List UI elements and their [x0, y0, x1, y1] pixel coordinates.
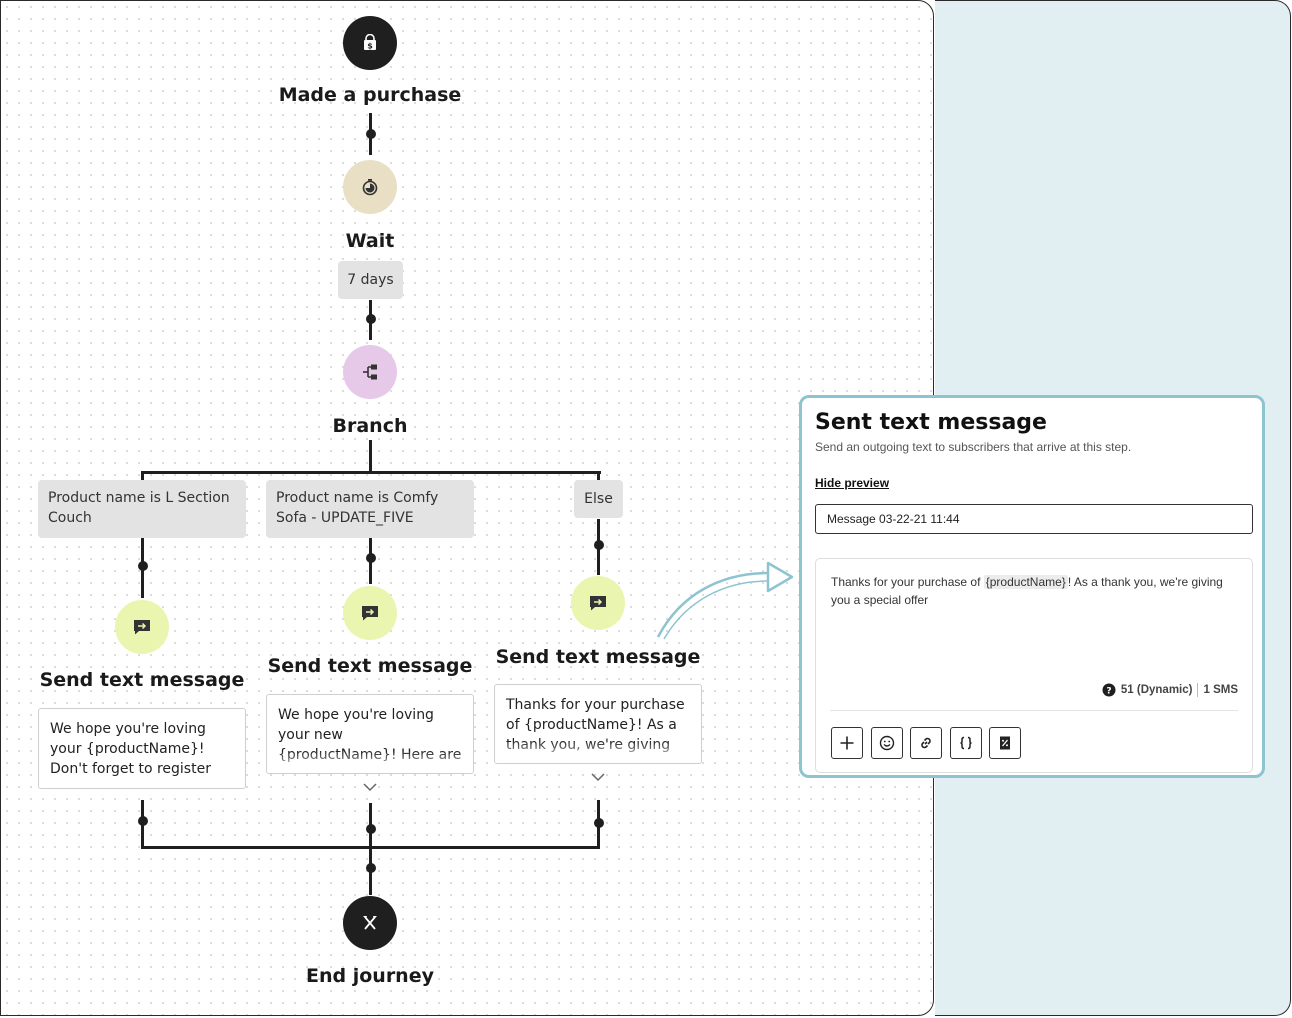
help-icon[interactable]: ? [1102, 683, 1116, 697]
message-arrow-icon [362, 606, 378, 621]
branch-condition-2[interactable]: Product name is Comfy Sofa - UPDATE_FIVE [266, 480, 474, 538]
connector [141, 471, 601, 474]
connector-dot [138, 561, 148, 571]
curved-arrow-icon [656, 561, 794, 640]
panel-subtitle: Send an outgoing text to subscribers tha… [815, 440, 1132, 454]
panel-title: Sent text message [815, 410, 1047, 435]
branch-icon [363, 364, 377, 380]
send-text-node-3[interactable] [571, 576, 625, 630]
product-name-variable[interactable]: {productName} [983, 575, 1068, 589]
variable-icon [960, 736, 972, 750]
message-name-input[interactable] [815, 504, 1253, 534]
wait-node[interactable] [343, 160, 397, 214]
message-preview-1[interactable]: We hope you're loving your {productName}… [38, 708, 246, 789]
emoji-button[interactable] [871, 727, 903, 759]
connector-dot [366, 824, 376, 834]
message-preview-3[interactable]: Thanks for your purchase of {productName… [494, 684, 702, 764]
end-journey-node[interactable] [343, 896, 397, 950]
message-editor[interactable]: Thanks for your purchase of {productName… [815, 558, 1253, 773]
emoji-icon [879, 735, 895, 751]
connector [141, 846, 600, 849]
send-text-title-3: Send text message [495, 646, 701, 668]
message-body[interactable]: Thanks for your purchase of {productName… [831, 573, 1241, 609]
end-journey-title: End journey [306, 965, 434, 987]
connector [369, 440, 372, 473]
link-icon [921, 737, 931, 749]
message-text: ! As a thank you, we're giving you a spe… [831, 575, 1223, 607]
flag-icon [363, 916, 377, 930]
message-arrow-icon [590, 596, 606, 611]
message-arrow-icon [134, 620, 150, 635]
coupon-button[interactable] [989, 727, 1021, 759]
send-text-node-2[interactable] [343, 586, 397, 640]
trigger-title: Made a purchase [278, 84, 462, 106]
shopping-bag-icon: $ [364, 34, 376, 51]
message-preview-2[interactable]: We hope you're loving your new {productN… [266, 694, 474, 774]
svg-text:?: ? [1106, 687, 1111, 697]
branch-title: Branch [332, 415, 408, 437]
character-count-value: 51 (Dynamic) [1120, 684, 1193, 696]
chevron-down-icon[interactable] [591, 773, 605, 782]
hide-preview-link[interactable]: Hide preview [815, 476, 890, 490]
send-text-node-1[interactable] [115, 600, 169, 654]
divider [830, 710, 1238, 711]
connector-dot [138, 816, 148, 826]
svg-text:$: $ [367, 42, 373, 51]
connector-dot [366, 553, 376, 563]
sms-count: 1 SMS [1203, 684, 1238, 696]
wait-title: Wait [345, 230, 395, 252]
link-button[interactable] [910, 727, 942, 759]
chevron-down-icon[interactable] [363, 783, 377, 792]
connector [141, 471, 144, 481]
branch-node[interactable] [343, 345, 397, 399]
branch-condition-1[interactable]: Product name is L Section Couch [38, 480, 246, 538]
connector [597, 471, 600, 481]
variable-button[interactable] [950, 727, 982, 759]
connector-dot [594, 540, 604, 550]
send-text-title-1: Send text message [39, 669, 245, 691]
sms-settings-panel: Sent text message Send an outgoing text … [799, 395, 1265, 778]
stopwatch-icon [362, 179, 378, 196]
plus-icon [840, 736, 854, 750]
send-text-title-2: Send text message [267, 655, 473, 677]
branch-condition-3[interactable]: Else [574, 480, 623, 518]
connector-dot [366, 863, 376, 873]
message-text: Thanks for your purchase of [831, 575, 984, 589]
add-button[interactable] [831, 727, 863, 759]
connector-dot [366, 314, 376, 324]
divider [1197, 683, 1199, 697]
wait-duration-chip[interactable]: 7 days [338, 261, 403, 299]
connector-dot [366, 129, 376, 139]
coupon-icon [1000, 736, 1010, 750]
connector-dot [594, 818, 604, 828]
character-count: ? 51 (Dynamic) 1 SMS [1102, 683, 1238, 697]
trigger-node[interactable]: $ [343, 16, 397, 70]
connector [369, 803, 372, 895]
